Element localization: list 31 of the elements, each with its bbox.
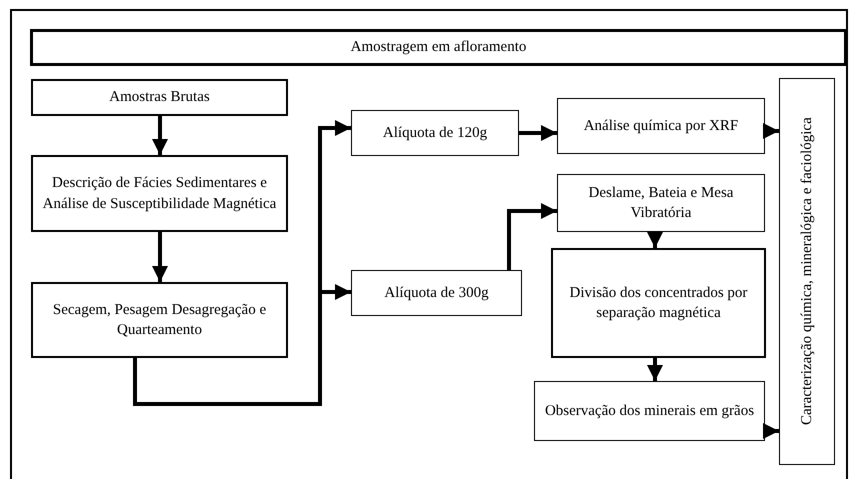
process-box [31,79,288,116]
process-box [551,248,766,358]
box-label: Caracterização química, mineralógica e faciológica [798,118,816,426]
arrow [519,125,557,141]
process-box [30,29,847,66]
arrow [133,284,351,406]
box-label: Deslame, Bateia e Mesa Vibratória [588,184,734,223]
box-label: Descrição de Fácies Sedimentares e Análise de Susceptibilidade Magnética [42,174,278,214]
box-label: Observação dos minerais em grãos [544,402,756,421]
arrow [152,232,168,282]
process-box [534,381,765,441]
process-box [31,155,288,232]
box-label: Amostras Brutas [108,88,211,108]
arrow [152,116,168,155]
box-label: Alíquota de 120g [382,124,488,143]
box-label: Divisão dos concentrados por separação magnética [568,284,748,323]
process-box [31,282,288,358]
arrow [647,358,663,381]
arrow [763,123,779,139]
box-label: Amostragem em afloramento [350,38,528,58]
process-box [557,98,765,154]
arrow [647,232,663,248]
box-label: Análise química por XRF [582,116,740,136]
arrow [507,203,557,270]
box-label: Alíquota de 300g [383,284,490,303]
arrow [763,423,779,439]
process-box [557,174,765,232]
process-box [351,270,522,316]
process-box [351,110,519,156]
box-label: Secagem, Pesagem Desagregação e Quarteamento [52,300,268,340]
process-box [779,78,835,465]
